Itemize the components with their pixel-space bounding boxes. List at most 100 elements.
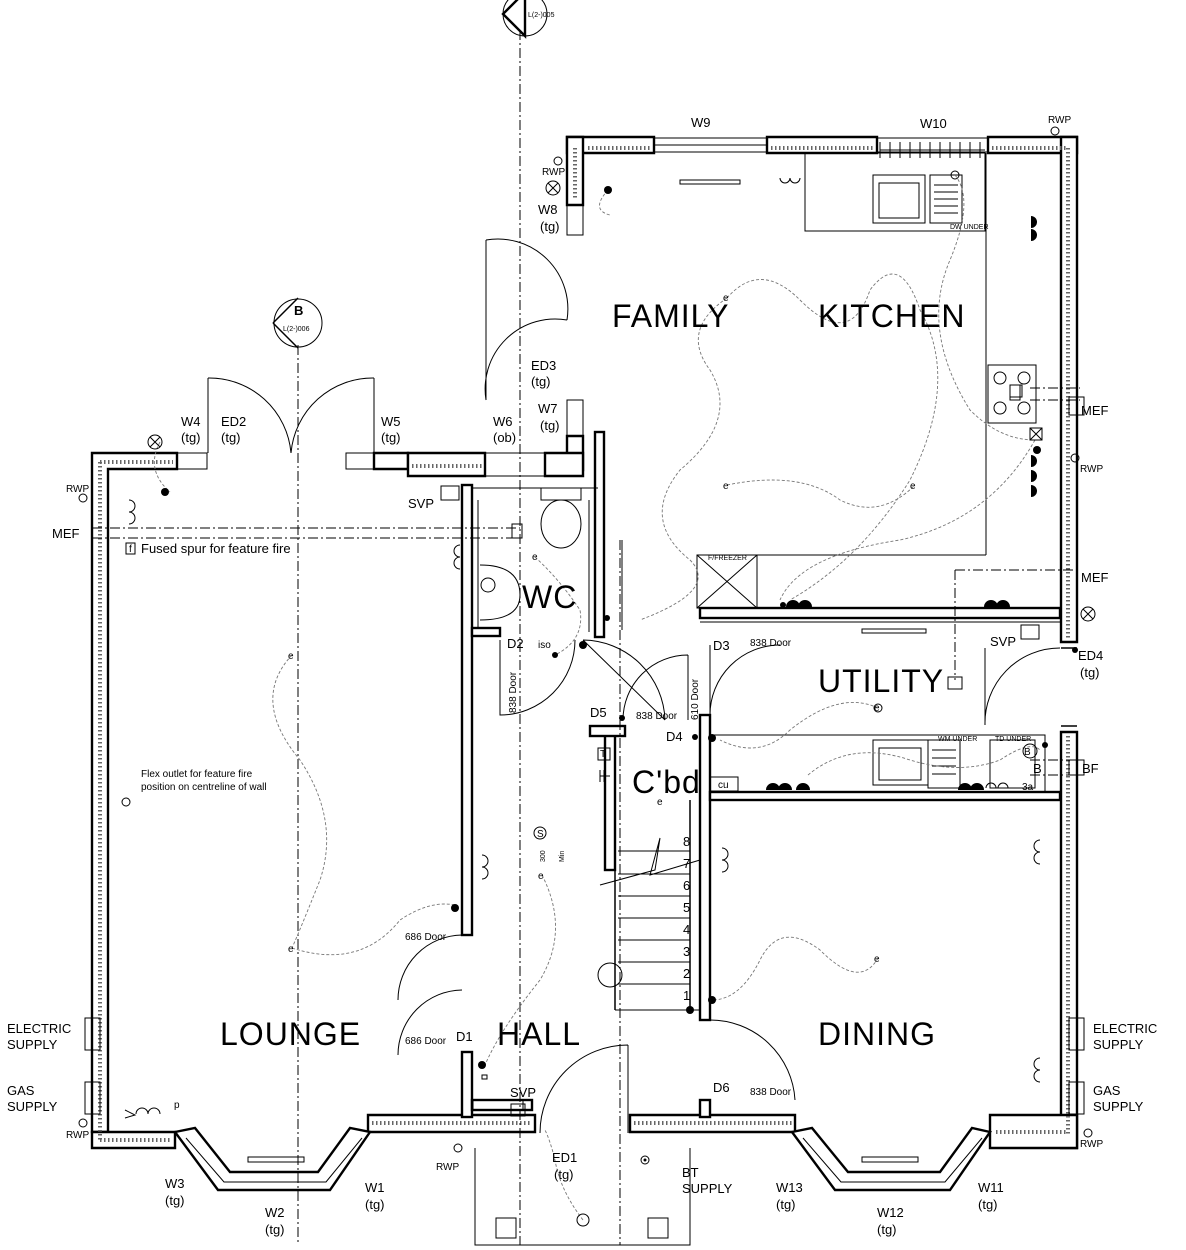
rwp-lounge-front: RWP <box>66 1130 89 1141</box>
rwp-lounge-rear: RWP <box>66 484 89 495</box>
light-cupboard: e <box>657 797 663 808</box>
window-w12-type: (tg) <box>877 1222 897 1237</box>
gas-supply-left-line2: SUPPLY <box>7 1099 58 1114</box>
mef-lounge: MEF <box>52 526 80 541</box>
room-cupboard: C'bd <box>632 764 701 800</box>
window-w5-type: (tg) <box>381 430 401 445</box>
label-3a: 3a <box>1022 782 1034 793</box>
fused-spur-symbol: f <box>129 544 132 555</box>
electric-supply-right-line1: ELECTRIC <box>1093 1021 1157 1036</box>
section-a-ref: L(2-)005 <box>528 12 555 19</box>
window-w11-type: (tg) <box>978 1197 998 1212</box>
rwp-hall-front: RWP <box>436 1162 459 1173</box>
step-8: 8 <box>683 834 690 849</box>
svp-hall: SVP <box>510 1085 536 1100</box>
section-b-ref: L(2-)006 <box>283 326 310 333</box>
td-under-label: TD UNDER <box>995 736 1031 743</box>
porch <box>474 1148 691 1246</box>
door-ed3-type: (tg) <box>531 374 551 389</box>
electric-supply-left-line2: SUPPLY <box>7 1037 58 1052</box>
door-d5-size: 838 Door <box>636 711 678 722</box>
window-w5: W5 <box>381 414 401 429</box>
window-w2: W2 <box>265 1205 285 1220</box>
kitchen-units <box>479 152 1061 793</box>
window-w7: W7 <box>538 401 558 416</box>
room-hall: HALL <box>497 1016 581 1052</box>
gas-supply-left-line1: GAS <box>7 1083 35 1098</box>
window-w1-type: (tg) <box>365 1197 385 1212</box>
window-w4: W4 <box>181 414 201 429</box>
window-w7-type: (tg) <box>540 418 560 433</box>
isolator: iso <box>538 640 551 651</box>
window-w8-type: (tg) <box>540 219 560 234</box>
door-ed1: ED1 <box>552 1150 577 1165</box>
door-d4: D4 <box>666 729 683 744</box>
bt-supply-line2: SUPPLY <box>682 1181 733 1196</box>
door-d2: D2 <box>507 636 524 651</box>
consumer-unit: cu <box>718 780 729 791</box>
socket-p: p <box>174 1100 180 1111</box>
step-3: 3 <box>683 944 690 959</box>
rwp-kitchen-rear: RWP <box>1048 115 1071 126</box>
rwp-dining-front: RWP <box>1080 1139 1103 1150</box>
door-d5: D5 <box>590 705 607 720</box>
door-d1: D1 <box>456 1029 473 1044</box>
electric-supply-left-line1: ELECTRIC <box>7 1021 71 1036</box>
step-7: 7 <box>683 856 690 871</box>
door-ed4-type: (tg) <box>1080 665 1100 680</box>
window-w8: W8 <box>538 202 558 217</box>
section-marker-a: L(2-)005 <box>501 0 555 39</box>
section-lines <box>92 30 1080 1245</box>
dim-min: Min <box>559 851 566 862</box>
bay-window-lounge <box>172 1126 373 1192</box>
note-flex-line2: position on centreline of wall <box>141 782 267 793</box>
window-w3-type: (tg) <box>165 1193 185 1208</box>
dim-300: 300 <box>540 850 547 862</box>
light-wc: e <box>532 552 538 563</box>
mef-kitchen: MEF <box>1081 403 1109 418</box>
internal-walls <box>460 430 1062 1119</box>
room-family: FAMILY <box>612 298 729 334</box>
mef-utility: MEF <box>1081 570 1109 585</box>
room-labels: FAMILY KITCHEN UTILITY LOUNGE HALL DININ… <box>220 298 965 1052</box>
window-w9: W9 <box>691 115 711 130</box>
electrical-symbols <box>78 126 1096 1227</box>
note-flex-line1: Flex outlet for feature fire <box>141 769 253 780</box>
room-lounge: LOUNGE <box>220 1016 361 1052</box>
door-d6-size: 838 Door <box>750 1087 792 1098</box>
appliance-labels: F/FREEZER DW UNDER WM UNDER TD UNDER <box>708 224 1031 743</box>
window-labels: W9 W10 W8 (tg) W7 (tg) W4 (tg) W5 (tg) W… <box>165 115 1004 1237</box>
room-kitchen: KITCHEN <box>818 298 965 334</box>
light-lounge-lower: e <box>288 944 294 955</box>
window-w10: W10 <box>920 116 947 131</box>
staircase <box>597 800 701 1011</box>
door-ed2-type: (tg) <box>221 430 241 445</box>
window-w13: W13 <box>776 1180 803 1195</box>
gas-supply-right-line2: SUPPLY <box>1093 1099 1144 1114</box>
door-labels: ED2 (tg) ED3 (tg) ED4 (tg) ED1 (tg) D2 D… <box>221 358 1103 1182</box>
note-fused-spur: Fused spur for feature fire <box>141 541 291 556</box>
door-d3-size: 838 Door <box>750 638 792 649</box>
stair-numbers: 1 2 3 4 5 6 7 8 <box>683 834 690 1003</box>
light-utility: e <box>874 703 880 714</box>
light-kitchen: e <box>910 481 916 492</box>
rwp-kitchen-side: RWP <box>1080 464 1103 475</box>
door-d2-size: 838 Door <box>508 671 519 713</box>
boiler-marker: B <box>1024 747 1031 758</box>
section-b-letter: B <box>294 303 303 318</box>
electrical-wiring <box>153 174 1041 1221</box>
step-6: 6 <box>683 878 690 893</box>
door-swings <box>207 238 1077 1134</box>
window-w4-type: (tg) <box>181 430 201 445</box>
light-lounge-upper: e <box>288 651 294 662</box>
light-dining: e <box>874 954 880 965</box>
window-w2-type: (tg) <box>265 1222 285 1237</box>
wm-under-label: WM UNDER <box>938 736 977 743</box>
room-wc: WC <box>522 579 577 615</box>
smoke-detector: S <box>537 829 544 840</box>
electric-supply-right-line2: SUPPLY <box>1093 1037 1144 1052</box>
dw-under-label: DW UNDER <box>950 224 989 231</box>
bt-supply-line1: BT <box>682 1165 699 1180</box>
window-w1: W1 <box>365 1180 385 1195</box>
